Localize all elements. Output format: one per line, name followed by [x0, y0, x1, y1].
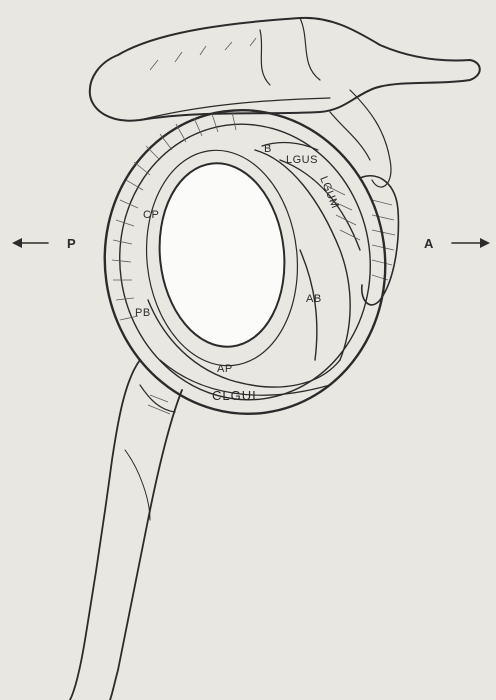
label-CP: CP: [143, 209, 159, 221]
anterior-label: A: [424, 236, 434, 251]
glenoid-cavity: [136, 143, 308, 373]
coracoid-drawing: [360, 176, 398, 305]
label-B: B: [264, 143, 272, 155]
label-LGUM: LGUM: [317, 175, 341, 211]
posterior-label: P: [67, 236, 76, 251]
label-CLGUI: CLGUI: [212, 388, 257, 403]
anterior-arrow: [452, 238, 490, 248]
label-LGUS: LGUS: [286, 154, 318, 166]
label-PB: PB: [135, 307, 151, 319]
posterior-arrow: [12, 238, 48, 248]
label-AB: AB: [306, 293, 322, 305]
label-AP: AP: [217, 363, 233, 375]
humerus-shaft: [70, 360, 182, 700]
